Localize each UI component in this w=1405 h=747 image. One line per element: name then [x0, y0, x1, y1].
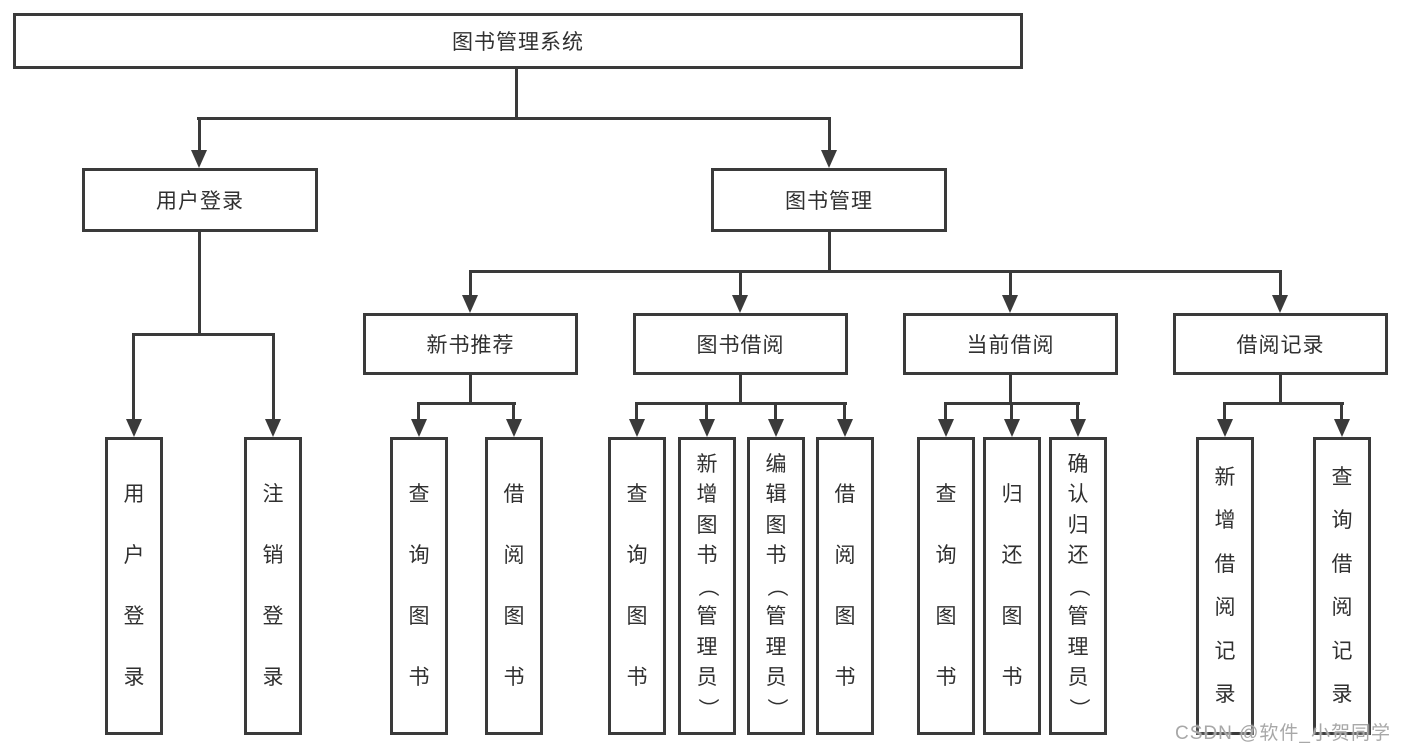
- node-current-borrow: 当前借阅: [903, 313, 1118, 375]
- node-leaf-label: 注销登录: [262, 483, 284, 689]
- connector-line: [635, 402, 638, 421]
- connector-line: [1009, 375, 1012, 404]
- connector-line: [636, 402, 847, 405]
- connector-line: [1010, 402, 1013, 421]
- connector-line: [133, 333, 275, 336]
- node-leaf-query-books-borrow: 查询图书: [608, 437, 666, 735]
- node-leaf-label: 新增图书（管理员）: [695, 452, 719, 719]
- node-user-login: 用户登录: [82, 168, 318, 232]
- node-leaf-label: 查询图书: [935, 483, 957, 689]
- connector-line: [739, 270, 742, 298]
- connector-line: [197, 117, 831, 120]
- node-new-book-recommend: 新书推荐: [363, 313, 578, 375]
- connector-line: [512, 402, 515, 421]
- node-new-book-recommend-label: 新书推荐: [426, 334, 515, 357]
- arrow-down-icon: [1002, 295, 1018, 313]
- arrow-down-icon: [821, 150, 837, 168]
- node-leaf-edit-books-admin: 编辑图书（管理员）: [747, 437, 805, 735]
- node-root: 图书管理系统: [13, 13, 1023, 69]
- arrow-down-icon: [1217, 419, 1233, 437]
- arrow-down-icon: [699, 419, 715, 437]
- arrow-down-icon: [768, 419, 784, 437]
- connector-line: [198, 117, 201, 154]
- connector-line: [418, 402, 516, 405]
- node-book-management-label: 图书管理: [785, 190, 873, 213]
- node-leaf-label: 查询图书: [626, 483, 648, 689]
- node-leaf-label: 查询借阅记录: [1331, 465, 1353, 707]
- connector-line: [1340, 402, 1343, 421]
- node-leaf-label: 编辑图书（管理员）: [764, 452, 788, 719]
- node-leaf-confirm-return-admin: 确认归还（管理员）: [1049, 437, 1107, 735]
- node-borrow-records: 借阅记录: [1173, 313, 1388, 375]
- arrow-down-icon: [191, 150, 207, 168]
- arrow-down-icon: [938, 419, 954, 437]
- node-leaf-query-borrow-record: 查询借阅记录: [1313, 437, 1371, 735]
- connector-line: [469, 270, 472, 298]
- node-leaf-label: 用户登录: [123, 483, 145, 689]
- connector-line: [1279, 270, 1282, 298]
- node-leaf-add-books-admin: 新增图书（管理员）: [678, 437, 736, 735]
- connector-line: [705, 402, 708, 421]
- node-leaf-label: 新增借阅记录: [1214, 465, 1236, 707]
- node-leaf-borrow-books: 借阅图书: [816, 437, 874, 735]
- connector-line: [198, 232, 201, 335]
- connector-line: [828, 232, 831, 273]
- node-root-label: 图书管理系统: [452, 31, 584, 54]
- connector-line: [828, 117, 831, 154]
- node-book-management: 图书管理: [711, 168, 947, 232]
- connector-line: [469, 270, 1282, 273]
- node-leaf-return-books: 归还图书: [983, 437, 1041, 735]
- connector-line: [515, 69, 518, 120]
- node-leaf-label: 借阅图书: [503, 483, 525, 689]
- connector-line: [132, 333, 135, 421]
- csdn-watermark: CSDN @软件_小贺同学: [1175, 723, 1391, 744]
- arrow-down-icon: [265, 419, 281, 437]
- node-book-borrow-label: 图书借阅: [696, 334, 785, 357]
- node-borrow-records-label: 借阅记录: [1236, 334, 1325, 357]
- arrow-down-icon: [126, 419, 142, 437]
- arrow-down-icon: [1004, 419, 1020, 437]
- connector-line: [1076, 402, 1079, 421]
- node-leaf-query-books-recommend: 查询图书: [390, 437, 448, 735]
- arrow-down-icon: [1070, 419, 1086, 437]
- connector-line: [944, 402, 947, 421]
- connector-line: [739, 375, 742, 404]
- node-book-borrow: 图书借阅: [633, 313, 848, 375]
- arrow-down-icon: [1334, 419, 1350, 437]
- node-user-login-label: 用户登录: [156, 190, 244, 213]
- node-leaf-label: 归还图书: [1001, 483, 1023, 689]
- node-leaf-borrow-books-recommend: 借阅图书: [485, 437, 543, 735]
- connector-line: [272, 333, 275, 421]
- connector-line: [1224, 402, 1344, 405]
- node-leaf-label: 查询图书: [408, 483, 430, 689]
- arrow-down-icon: [411, 419, 427, 437]
- node-leaf-query-books-current: 查询图书: [917, 437, 975, 735]
- arrow-down-icon: [629, 419, 645, 437]
- arrow-down-icon: [837, 419, 853, 437]
- connector-line: [469, 375, 472, 404]
- connector-line: [1223, 402, 1226, 421]
- node-leaf-logout: 注销登录: [244, 437, 302, 735]
- arrow-down-icon: [732, 295, 748, 313]
- connector-line: [774, 402, 777, 421]
- connector-line: [417, 402, 420, 421]
- arrow-down-icon: [462, 295, 478, 313]
- node-leaf-label: 借阅图书: [834, 483, 856, 689]
- node-leaf-label: 确认归还（管理员）: [1066, 452, 1090, 719]
- arrow-down-icon: [506, 419, 522, 437]
- arrow-down-icon: [1272, 295, 1288, 313]
- node-current-borrow-label: 当前借阅: [966, 334, 1055, 357]
- connector-line: [1009, 270, 1012, 298]
- node-leaf-add-borrow-record: 新增借阅记录: [1196, 437, 1254, 735]
- connector-line: [843, 402, 846, 421]
- connector-line: [1279, 375, 1282, 404]
- node-leaf-user-login: 用户登录: [105, 437, 163, 735]
